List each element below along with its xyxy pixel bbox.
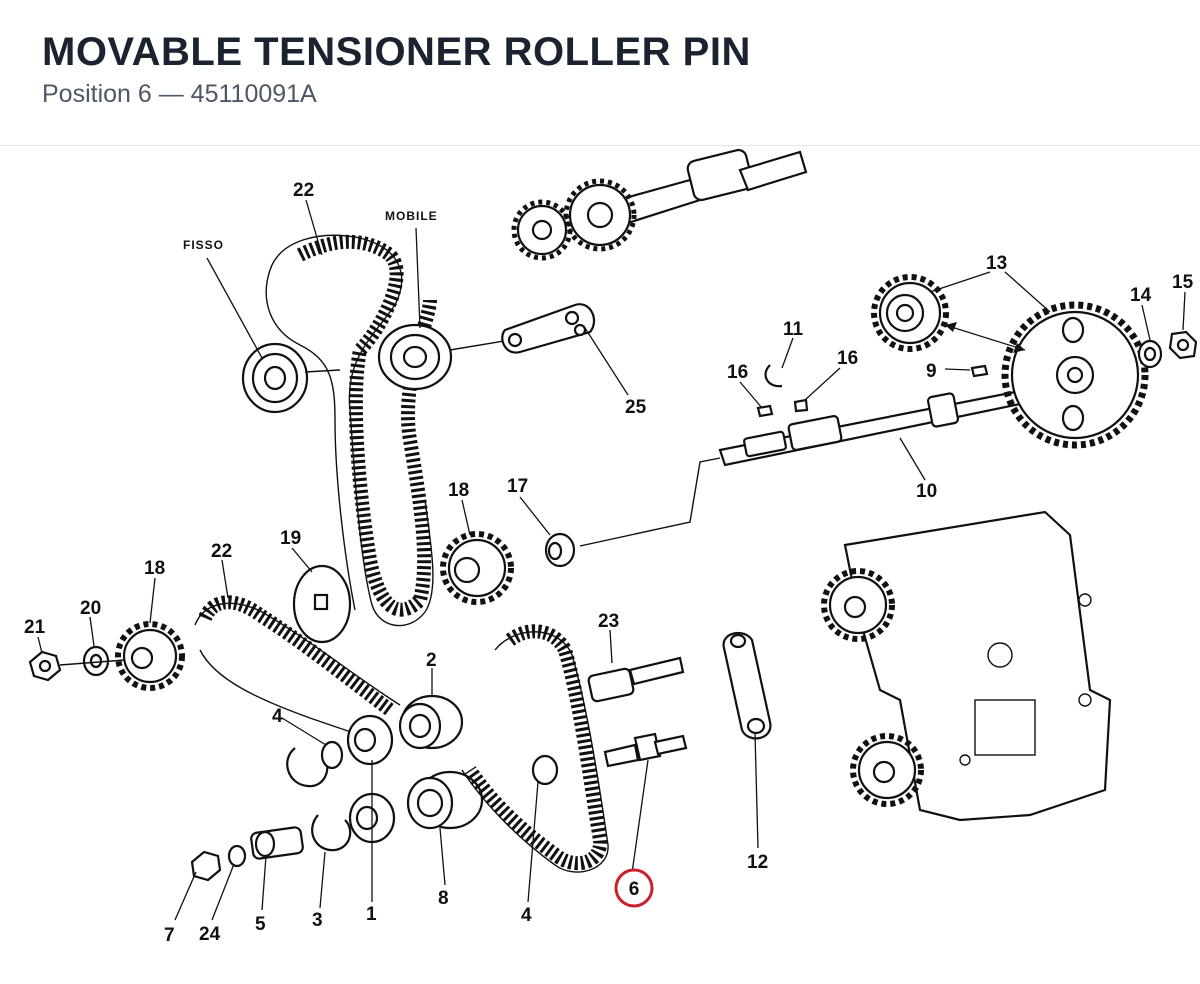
- part-subtitle: Position 6 — 45110091A: [42, 80, 317, 108]
- label-2: 2: [426, 650, 437, 671]
- label-22-lower: 22: [211, 541, 232, 562]
- shaft-alignment-line: [579, 457, 721, 547]
- roller-2: [398, 694, 464, 750]
- label-7: 7: [164, 925, 175, 946]
- label-24: 24: [199, 924, 221, 945]
- annotation-fisso: FISSO: [183, 238, 224, 252]
- label-1: 1: [366, 904, 377, 925]
- nut-15: [1168, 330, 1198, 360]
- tensioner-bracket: [501, 303, 596, 354]
- label-3: 3: [312, 910, 323, 931]
- label-21: 21: [24, 617, 46, 638]
- nut-21: [28, 650, 62, 682]
- label-13: 13: [986, 253, 1007, 274]
- small-parts-9-11-16: [756, 364, 989, 418]
- roller-8: [406, 770, 484, 830]
- label-22-upper: 22: [293, 180, 314, 201]
- camshaft-assembly: [511, 148, 808, 261]
- circlips-3: [286, 747, 352, 852]
- fasteners-5-7-24: [190, 826, 304, 882]
- label-16-right: 16: [837, 348, 858, 369]
- label-17: 17: [507, 476, 528, 497]
- upper-timing-belt: [265, 234, 437, 627]
- label-4-lower: 4: [521, 905, 532, 926]
- annotation-mobile: MOBILE: [385, 209, 438, 223]
- gear-18-lower: [115, 621, 185, 691]
- exploded-parts-diagram: FISSO MOBILE 22 25 11 16 16 9 13 14 15 1…: [24, 148, 1198, 946]
- hub-axis-line: [59, 659, 126, 666]
- large-drive-gear: [1001, 301, 1149, 449]
- position-labels: FISSO MOBILE 22 25 11 16 16 9 13 14 15 1…: [24, 180, 1194, 946]
- movable-tensioner-roller-pin: [603, 732, 688, 768]
- link-12: [722, 631, 772, 740]
- label-6: 6: [629, 879, 640, 900]
- label-9: 9: [926, 361, 937, 382]
- header: MOVABLE TENSIONER ROLLER PIN Position 6 …: [0, 0, 1200, 146]
- bearing-1: [346, 714, 396, 844]
- lower-timing-belt: [194, 595, 401, 736]
- flange-19: [292, 564, 352, 644]
- spacer-17: [544, 532, 576, 568]
- page-title: MOVABLE TENSIONER ROLLER PIN: [42, 30, 751, 74]
- highlighted-position-marker[interactable]: 6: [614, 868, 654, 908]
- gear-mesh-arrow: [944, 322, 1026, 353]
- washer-14: [1137, 339, 1163, 369]
- label-18-lower: 18: [144, 558, 165, 579]
- label-25: 25: [625, 397, 647, 418]
- label-20: 20: [80, 598, 101, 619]
- highlight-ring: [614, 868, 654, 908]
- label-18-upper: 18: [448, 480, 469, 501]
- label-4-upper: 4: [272, 706, 283, 727]
- small-drive-gear: [871, 274, 949, 352]
- label-12: 12: [747, 852, 768, 873]
- movable-roller: [377, 323, 511, 391]
- leader-lines: [37, 199, 1186, 921]
- stud-23: [587, 656, 685, 703]
- label-23: 23: [598, 611, 619, 632]
- label-16-left: 16: [727, 362, 748, 383]
- label-11: 11: [783, 319, 804, 340]
- fixed-roller: [241, 342, 341, 414]
- washer-4-left: [320, 740, 344, 770]
- label-5: 5: [255, 914, 266, 935]
- tensioner-belt-loop: [461, 624, 609, 873]
- label-10: 10: [916, 481, 937, 502]
- label-14: 14: [1130, 285, 1152, 306]
- label-8: 8: [438, 888, 449, 909]
- gear-18-upper: [440, 531, 514, 605]
- label-19: 19: [280, 528, 301, 549]
- label-15: 15: [1172, 272, 1194, 293]
- engine-block: [821, 510, 1112, 822]
